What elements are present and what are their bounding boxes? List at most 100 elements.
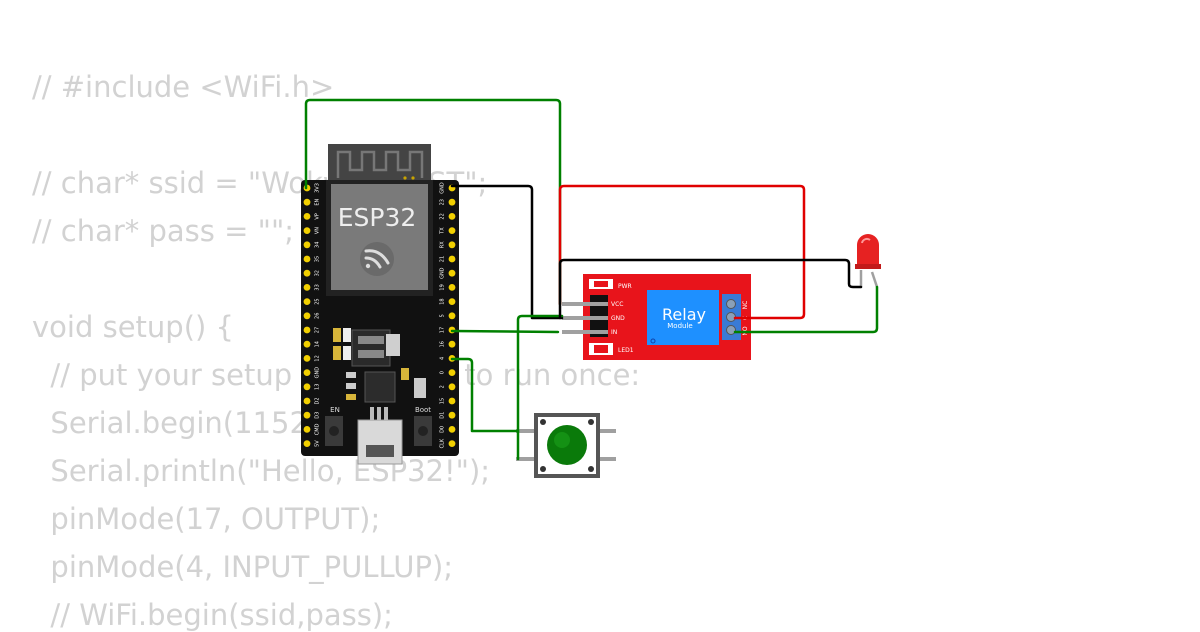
esp32-pin[interactable]: [448, 241, 456, 249]
wire-17-in: [450, 329, 560, 334]
espressif-logo-icon: [360, 242, 394, 276]
esp32-pin-label: 2: [440, 385, 446, 388]
esp32-pin[interactable]: [448, 213, 456, 220]
code-line: pinMode(17, OUTPUT);: [32, 502, 381, 536]
esp32-pin-label: 19: [440, 284, 446, 290]
esp32-pin[interactable]: [448, 312, 456, 320]
esp32-pin[interactable]: [448, 227, 456, 235]
esp32-pin-label: 27: [315, 327, 321, 333]
esp32-pin[interactable]: [303, 440, 311, 447]
code-line: pinMode(4, INPUT_PULLUP);: [32, 550, 454, 584]
voltage-regulator: [351, 329, 391, 367]
esp32-pin-label: D0: [440, 426, 446, 433]
wire-button-gnd: [516, 314, 564, 461]
wire-3v3-vcc: [304, 98, 562, 306]
esp32-pin[interactable]: [303, 241, 311, 249]
relay-module[interactable]: PWR LED1 VCC GND IN Relay Module NC C NO: [583, 274, 751, 360]
esp32-pin[interactable]: [448, 411, 456, 419]
esp32-pin[interactable]: [303, 255, 311, 263]
usb-uart-chip: [364, 371, 396, 403]
esp32-pin-label: RX: [440, 241, 446, 248]
esp32-pin[interactable]: [303, 340, 311, 348]
esp32-pin[interactable]: [448, 269, 456, 277]
micro-usb-port: [357, 419, 403, 465]
esp32-pin-label: 34: [315, 242, 321, 248]
esp32-pin-label: VP: [315, 213, 321, 219]
wire-green-led: [733, 285, 879, 334]
esp32-pin[interactable]: [303, 411, 311, 419]
esp32-pin[interactable]: [303, 383, 311, 391]
code-line: // WiFi.begin(ssid,pass);: [32, 598, 393, 632]
esp32-pin-label: 17: [440, 327, 446, 333]
wire-red-nc: [558, 184, 806, 320]
wire-4-button: [450, 357, 520, 433]
esp32-pin-label: 35: [315, 256, 321, 262]
esp32-pin[interactable]: [448, 383, 456, 391]
esp32-pin-label: 5V: [315, 440, 321, 447]
esp32-pin-label: CMD: [315, 423, 321, 435]
esp32-pin-label: 4: [440, 357, 446, 360]
esp32-pin[interactable]: [448, 397, 456, 405]
code-line: // #include <WiFi.h>: [32, 70, 335, 104]
esp32-pin[interactable]: [448, 255, 456, 263]
relay-block: [647, 290, 719, 345]
wires: [304, 98, 879, 461]
esp32-pin[interactable]: [448, 198, 456, 206]
code-line: void setup() {: [32, 310, 234, 344]
relay-pin-gnd: GND: [611, 315, 625, 322]
esp32-pin[interactable]: [448, 340, 456, 348]
esp32-pin-label: D3: [315, 412, 321, 419]
esp32-pin[interactable]: [303, 269, 311, 277]
esp32-pin-label: TX: [440, 227, 446, 235]
capacitor: [386, 334, 400, 356]
esp32-left-header: 3V3ENVPVN343532332526271412GND13D2D3CMD5…: [303, 183, 321, 447]
wire-black-led: [558, 258, 863, 320]
esp32-pin-label: 13: [315, 384, 321, 390]
esp32-pin[interactable]: [303, 213, 311, 220]
esp32-pin-label: CLK: [440, 438, 446, 448]
esp32-pin-label: 15: [440, 398, 446, 404]
code-line: // char* pass = "";: [32, 214, 295, 248]
esp32-board[interactable]: ESP32 EN Boot: [301, 144, 459, 465]
esp32-pin[interactable]: [303, 369, 311, 376]
relay-header-pins: [562, 302, 608, 334]
esp32-label: ESP32: [338, 203, 417, 232]
esp32-pin[interactable]: [303, 284, 311, 291]
esp32-pin[interactable]: [303, 312, 311, 320]
esp32-pin[interactable]: [303, 426, 311, 433]
esp32-pin-label: 23: [440, 199, 446, 205]
esp32-pin[interactable]: [303, 298, 311, 305]
relay-terminal-nc: NC: [742, 301, 749, 310]
esp32-pin-label: 33: [315, 284, 321, 290]
esp32-pin[interactable]: [303, 326, 311, 334]
esp32-pin-label: 5: [440, 314, 446, 317]
esp32-pin[interactable]: [303, 355, 311, 362]
relay-pin-vcc: VCC: [611, 301, 623, 308]
esp32-pin-label: GND: [440, 182, 446, 194]
red-led[interactable]: [855, 234, 881, 288]
esp32-pin[interactable]: [448, 440, 456, 447]
esp32-pin-label: D1: [440, 412, 446, 419]
esp32-pin[interactable]: [303, 198, 311, 206]
esp32-pin[interactable]: [448, 284, 456, 291]
wire-gnd-relay: [450, 184, 564, 320]
esp32-pin[interactable]: [448, 298, 456, 305]
esp32-pin-label: 14: [315, 341, 321, 347]
esp32-pin-label: 26: [315, 313, 321, 319]
esp32-pin-label: 3V3: [315, 183, 321, 193]
relay-pin-in: IN: [611, 329, 617, 336]
boot-button-label: Boot: [415, 406, 431, 414]
esp32-pin-label: 22: [440, 213, 446, 219]
push-button[interactable]: [516, 413, 616, 478]
esp32-pin[interactable]: [303, 397, 311, 405]
esp32-pin-label: 0: [440, 371, 446, 374]
esp32-pin[interactable]: [448, 426, 456, 433]
pwr-label: PWR: [618, 283, 632, 290]
esp32-pin-label: EN: [315, 198, 321, 205]
esp32-pin-label: GND: [315, 367, 321, 379]
esp32-pin[interactable]: [303, 227, 311, 235]
esp32-pin[interactable]: [448, 369, 456, 376]
esp32-antenna: [328, 144, 431, 182]
